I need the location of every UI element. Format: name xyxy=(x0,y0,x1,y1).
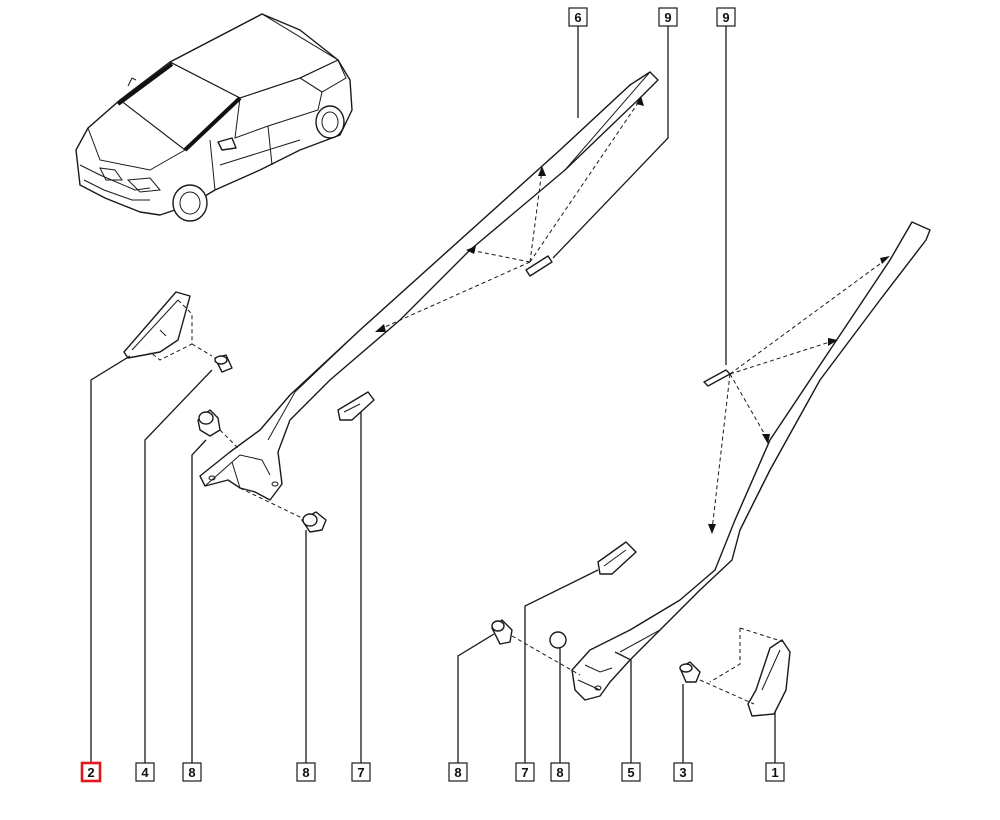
svg-text:8: 8 xyxy=(302,765,309,780)
assembly-arrows-6 xyxy=(375,96,644,332)
svg-text:8: 8 xyxy=(454,765,461,780)
svg-text:9: 9 xyxy=(722,10,729,25)
callout-9-top-left[interactable]: 9 xyxy=(658,7,678,27)
callout-4[interactable]: 4 xyxy=(135,762,155,782)
svg-text:6: 6 xyxy=(574,10,581,25)
svg-text:9: 9 xyxy=(664,10,671,25)
moulding-part-6 xyxy=(199,71,659,501)
callout-6-top[interactable]: 6 xyxy=(568,7,588,27)
clip-part-8-left-lower xyxy=(239,487,327,533)
svg-text:5: 5 xyxy=(627,765,634,780)
assembly-arrows-5 xyxy=(703,256,890,534)
callout-8-b[interactable]: 8 xyxy=(296,762,316,782)
svg-text:3: 3 xyxy=(679,765,686,780)
svg-text:1: 1 xyxy=(771,765,778,780)
corner-trim-right xyxy=(699,627,791,717)
clip-part-4 xyxy=(214,354,233,373)
svg-text:7: 7 xyxy=(521,765,528,780)
corner-trim-left xyxy=(123,291,213,361)
callout-3[interactable]: 3 xyxy=(673,762,693,782)
callout-8-c[interactable]: 8 xyxy=(448,762,468,782)
leader-lines xyxy=(90,26,776,763)
clip-part-8-right xyxy=(491,619,581,676)
callout-9-top-right[interactable]: 9 xyxy=(716,7,736,27)
callout-7-b[interactable]: 7 xyxy=(515,762,535,782)
svg-text:4: 4 xyxy=(141,765,149,780)
callout-8-d[interactable]: 8 xyxy=(550,762,570,782)
clip-part-8-left-upper xyxy=(197,409,241,451)
callout-2-highlighted[interactable]: 2 xyxy=(80,761,102,783)
callout-8-a[interactable]: 8 xyxy=(182,762,202,782)
moulding-part-5 xyxy=(571,221,931,701)
callout-5[interactable]: 5 xyxy=(621,762,641,782)
svg-text:8: 8 xyxy=(556,765,563,780)
svg-text:8: 8 xyxy=(188,765,195,780)
clip-part-7-right xyxy=(597,541,637,575)
svg-text:2: 2 xyxy=(87,765,94,780)
callout-7-a[interactable]: 7 xyxy=(351,762,371,782)
car-illustration xyxy=(75,13,353,222)
svg-text:7: 7 xyxy=(357,765,364,780)
clip-part-3 xyxy=(679,661,701,683)
callout-1[interactable]: 1 xyxy=(765,762,785,782)
